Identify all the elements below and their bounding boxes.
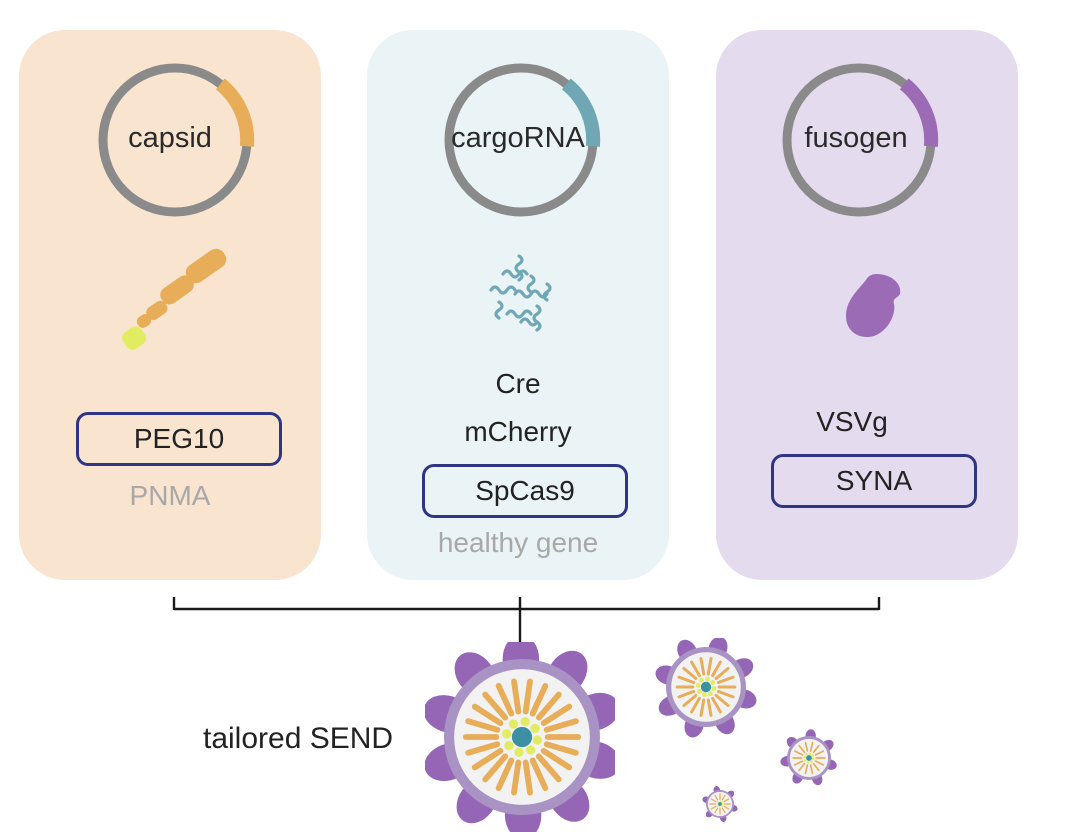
capsid-protein-icon (122, 248, 227, 350)
healthy-gene-label: healthy gene (437, 527, 599, 558)
capsid-plasmid-icon (98, 63, 255, 217)
rna-strands-icon (489, 254, 552, 332)
vsvg-label: VSVg (816, 406, 888, 437)
syna-box: SYNA (771, 454, 977, 508)
cargo-rna-panel: cargoRNA Cre mCherry SpCas9 healthy gene (367, 30, 669, 580)
send-particle-small-icon (780, 729, 837, 786)
plasmid-label-fusogen: fusogen (804, 122, 908, 154)
cre-label: Cre (495, 368, 541, 399)
mcherry-label: mCherry (464, 416, 572, 447)
capsid-panel: capsid PEG10 PNMA (19, 30, 321, 580)
fusogen-plasmid-icon (782, 63, 939, 217)
pnma-label: PNMA (129, 480, 211, 511)
tailored-send-label: tailored SEND (203, 722, 394, 755)
cargo-rna-plasmid-icon (444, 63, 601, 217)
fusogen-panel: fusogen VSVg SYNA (716, 30, 1018, 580)
plasmid-label-cargo-rna: cargoRNA (451, 122, 585, 154)
plasmid-label-capsid: capsid (128, 122, 212, 154)
peg10-box: PEG10 (76, 412, 282, 466)
fusogen-protein-icon (846, 274, 901, 338)
send-particle-tiny-icon (702, 786, 738, 822)
spcas9-box: SpCas9 (422, 464, 628, 518)
send-particle-icon (425, 642, 615, 832)
send-particle-medium-icon (655, 638, 757, 738)
